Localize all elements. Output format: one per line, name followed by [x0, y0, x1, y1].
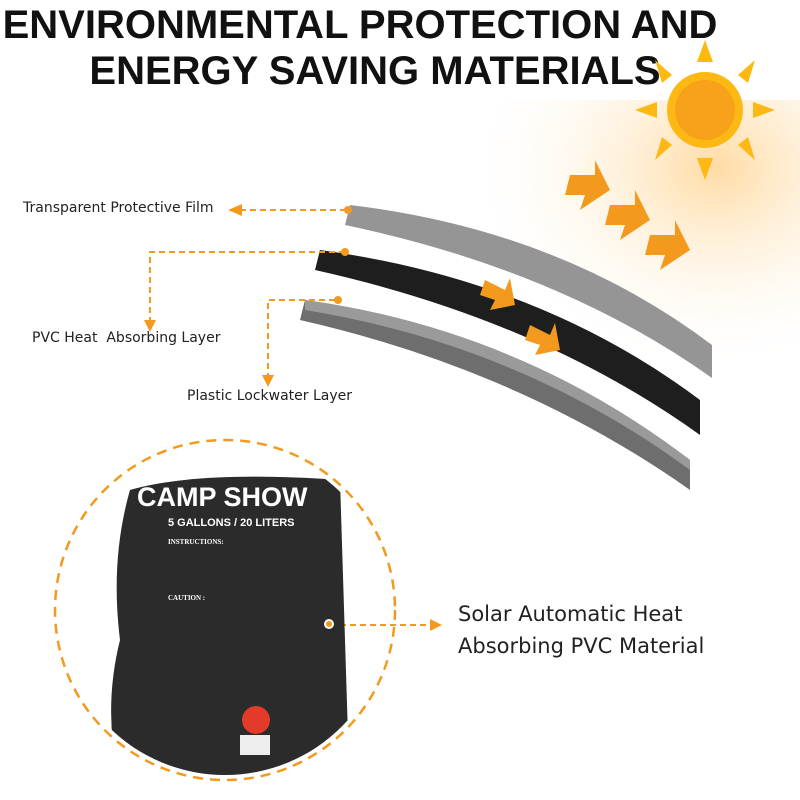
bag-caution: CAUTION :	[168, 594, 206, 602]
pvc-heat-absorbing-layer	[315, 250, 700, 435]
layer-label-pvc: PVC Heat Absorbing Layer	[32, 330, 221, 346]
title-line-2: ENERGY SAVING MATERIALS	[89, 49, 661, 93]
layer-label-film: Transparent Protective Film	[23, 200, 214, 216]
plastic-lockwater-layer	[300, 300, 690, 490]
camp-shower-bag	[111, 476, 350, 775]
heat-arrows	[480, 160, 690, 355]
title-line-1: ENVIRONMENTAL PROTECTION AND	[2, 3, 718, 47]
bag-instructions: INSTRUCTIONS:	[168, 538, 224, 546]
transparent-protective-film	[345, 205, 712, 378]
bag-frame	[53, 438, 397, 782]
bag-capacity: 5 GALLONS / 20 LITERS	[168, 517, 295, 529]
callout-line-1: Solar Automatic Heat	[458, 602, 683, 626]
layer-label-plastic: Plastic Lockwater Layer	[187, 388, 353, 404]
bag-brand: CAMP SHOW	[137, 482, 308, 512]
callout-line-2: Absorbing PVC Material	[458, 634, 705, 658]
sun-icon	[635, 40, 775, 180]
leader-lines	[149, 209, 435, 626]
